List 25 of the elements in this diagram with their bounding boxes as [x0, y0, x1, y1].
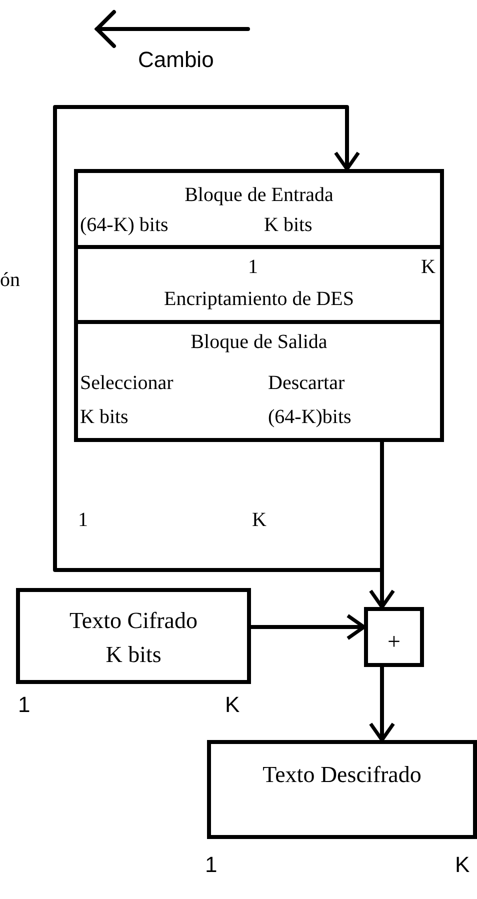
- bit-index: 1: [78, 508, 88, 532]
- bit-field-label: Seleccionar K bits: [80, 371, 174, 430]
- process-box: [16, 588, 251, 684]
- bit-index: K: [225, 693, 240, 717]
- bit-index: K: [252, 508, 266, 532]
- adder-box: [364, 607, 424, 667]
- bit-index: 1: [18, 693, 30, 717]
- bit-field-label: K bits: [264, 213, 312, 237]
- arrow: [251, 614, 366, 640]
- block-title: Encriptamiento de DES: [163, 287, 355, 311]
- cropped-label: ón: [0, 268, 20, 292]
- block-title: Bloque de Salida: [190, 330, 328, 354]
- bit-field-label: Descartar (64-K)bits: [268, 371, 352, 430]
- box-label: Texto Cifrado K bits: [68, 607, 199, 669]
- bit-index: K: [455, 853, 470, 877]
- bit-index: K: [421, 255, 436, 279]
- process-box: [207, 740, 477, 839]
- caption-label: Cambio: [138, 48, 214, 72]
- bit-index: 1: [248, 255, 258, 279]
- bit-index: 1: [205, 853, 218, 877]
- plus-sign: +: [386, 628, 402, 656]
- block-title: Bloque de Entrada: [184, 183, 334, 207]
- bit-field-label: (64-K) bits: [80, 213, 168, 237]
- arrow: [368, 667, 396, 742]
- box-label: Texto Descifrado: [262, 761, 422, 789]
